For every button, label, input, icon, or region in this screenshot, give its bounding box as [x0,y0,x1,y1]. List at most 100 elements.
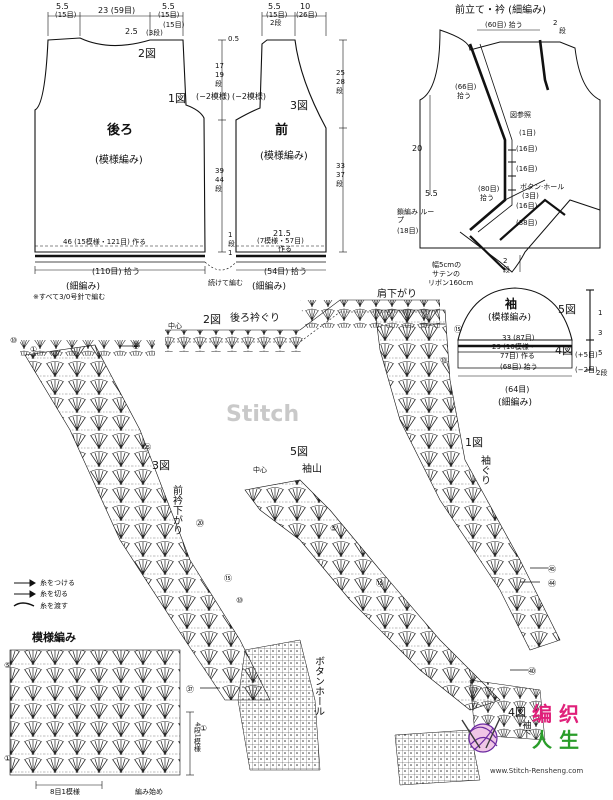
front-rows-44: 44 [215,176,224,184]
swatch-dims [35,711,194,789]
chart-center2: 中心 [253,466,267,474]
sleeve-pattern: (模様編み) [488,313,532,323]
chart-back-neck-fill [165,330,305,352]
row-num: ⑮ [454,325,462,334]
collar-pickup-left2: 拾う [457,92,471,100]
front-dim-lines [204,12,347,271]
back-shoulder-note: (−2模様) [196,92,231,101]
repeat-2: 4段1模様 [193,722,202,752]
legend-3: 糸を渡す [40,602,68,610]
front-rows-39: 39 [215,167,224,175]
front-rows-dan: 段 [215,80,222,88]
collar-title: 前立て・衿 (細編み) [455,5,546,16]
front-bottom-pickup: (54目) 拾う [264,267,307,276]
chart-center: 中心 [168,322,182,330]
sleeve-line3: 77目) 作る [500,352,535,360]
sleeve-border: (細編み) [498,398,533,408]
collar-bh-3: (3目) [522,192,539,200]
chart-buttonhole-grid [237,639,321,771]
chart-sleeve-lower: 袖下 [520,720,531,738]
front-rows-dan2: 段 [215,185,222,193]
pattern-swatch [9,649,181,776]
row-num: ① [4,754,12,763]
collar-r16b: (16目) [516,165,538,173]
front-side-dan: 段 [228,240,235,248]
collar-dim-lines [429,29,540,272]
collar-r16a: (16目) [516,145,538,153]
sleeve-line1: 33 (87目) [502,334,535,342]
back-neck-drop: 2.5 [125,27,138,36]
back-top-left-rows: (15目) [55,11,77,19]
row-num: ⑤ [4,661,12,670]
front-chain-make: 作る [278,245,292,253]
needle-note: ※すべて3/0号針で編む [33,293,106,301]
front-shoulder-note: (−2模様) [232,92,267,101]
back-piece-outline [34,37,206,263]
chart-back-neck: 後ろ衿ぐり [230,313,280,324]
collar-side-55: 5.5 [425,189,438,198]
sleeve-r2: 2段 [596,369,608,377]
row-num: ㊹ [548,579,556,588]
back-border: (細編み) [66,282,101,292]
collar-r16c: (16目) [516,202,538,210]
sleeve-r1: 1 [598,309,603,317]
front-rows-33: 33 [336,162,345,170]
yarn-ball-icon [461,717,501,753]
ribbon-1: 幅5cmの [432,261,462,269]
chart-front-neck-band [24,344,271,701]
collar-loop-label: 鎖編み ループ [397,208,435,225]
ribbon-3: リボン160cm [428,279,474,287]
chart-fig1: 1図 [465,436,483,449]
row-num: ㉘ [132,341,140,350]
row-arrows [120,323,548,689]
chart-sleeve-lower [394,729,481,786]
collar-r1: (1目) [519,129,536,137]
repeat-1: 8目1模様 [50,788,80,796]
back-dim-lines [34,12,206,274]
collar-r38: (38目) [516,219,538,227]
watermark: Stitch [226,402,300,427]
row-num: ⑩ [236,596,244,605]
back-top-right-rows: (15目) [163,21,185,29]
chart-fig2: 2図 [203,313,221,326]
back-chain-note: 46 (15模様・121目) 作る [63,238,147,246]
chart-armhole: 袖ぐり [478,455,490,485]
collar-top-dan: 段 [559,27,566,35]
front-rows-19: 19 [215,71,224,79]
back-neck-rows: (3段) [146,29,163,37]
front-side-1b: 1 [228,249,233,257]
collar-pickup-80b: 拾う [480,194,494,202]
logo-url: www.Stitch-Rensheng.com [490,767,584,775]
front-rows-37: 37 [336,171,345,179]
row-num: ㊵ [528,667,536,676]
front-chain-note: (7模様・57目) [257,237,304,245]
back-pattern: (模様編み) [95,155,143,166]
back-bottom-pickup: (110目) 拾う [92,267,141,276]
sleeve-line2: 29 (10模様・ [492,343,536,351]
back-top-mid-cm: 23 (59目) [98,6,136,15]
front-fig3: 3図 [290,99,308,112]
row-num: ⑳ [196,519,204,528]
collar-pickup-left: (66目) [455,83,477,91]
chart-shoulder: 肩下がり [377,289,417,300]
chart-fig3: 3図 [152,459,170,472]
front-side-2: 2段 [270,19,282,27]
sleeve-r3: 3 [598,329,603,337]
row-num: ① [200,724,208,733]
chart-buttonhole: ボタンホール [312,656,324,716]
collar-bottom-dan: 段 [503,266,510,274]
row-num: ⑩ [440,356,448,365]
front-piece-outline [235,39,327,263]
front-chain-cm: 21.5 [273,229,291,238]
row-num: ㉕ [143,443,151,452]
sleeve-title: 袖 [505,297,518,311]
legend-symbols [13,579,36,607]
front-rows-17: 17 [215,62,224,70]
chart-cap: 袖山 [302,464,322,475]
front-rows-25: 25 [336,69,345,77]
chart-armhole-band [374,309,561,651]
sleeve-minus2: (−2目) [575,366,598,374]
row-num: ㊺ [548,565,556,574]
